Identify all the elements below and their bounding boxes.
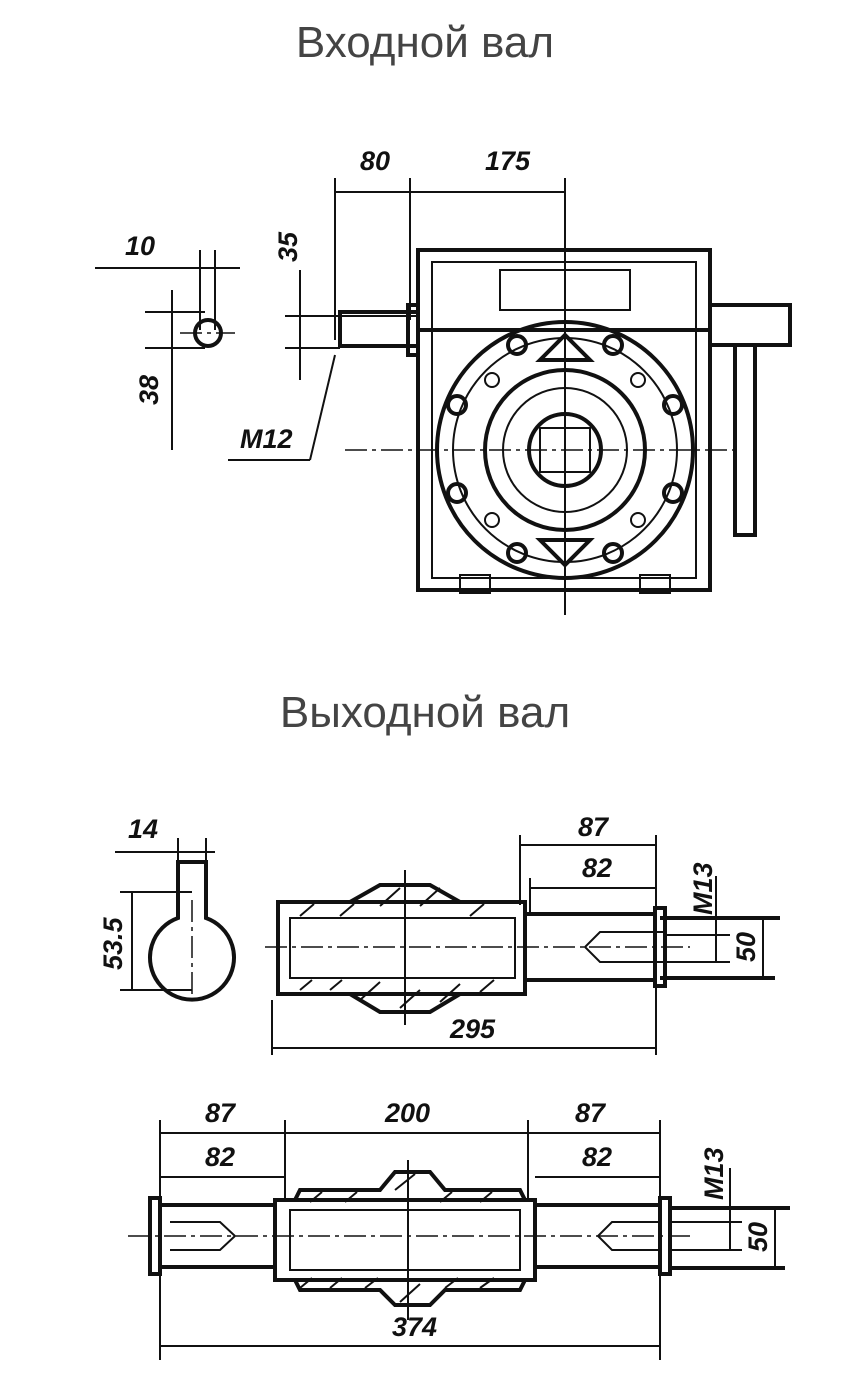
input-shaft-title: Входной вал — [295, 18, 555, 67]
dim-80: 80 — [360, 146, 390, 176]
dim-m13: M13 — [688, 862, 718, 915]
dim-35: 35 — [273, 231, 303, 262]
dim-200: 200 — [384, 1098, 430, 1128]
dim-87-left: 87 — [205, 1098, 237, 1128]
dim-50: 50 — [743, 1222, 773, 1252]
dim-82-right: 82 — [582, 1142, 612, 1172]
dim-m13: M13 — [699, 1147, 729, 1200]
dim-374: 374 — [392, 1312, 437, 1342]
dim-m12: M12 — [240, 424, 293, 454]
dim-82: 82 — [582, 853, 612, 883]
output-shaft-double-drawing: M13 50 87 200 87 82 82 374 — [128, 1098, 790, 1360]
dim-38: 38 — [134, 375, 164, 405]
dim-10: 10 — [125, 231, 155, 261]
output-shaft-single-drawing: 14 53.5 M13 50 87 82 295 — [98, 812, 780, 1055]
dim-175: 175 — [485, 146, 531, 176]
dim-87: 87 — [578, 812, 610, 842]
dim-14: 14 — [128, 814, 158, 844]
dim-53-5: 53.5 — [98, 916, 128, 970]
dim-295: 295 — [449, 1014, 496, 1044]
dim-50: 50 — [731, 932, 761, 962]
dim-82-left: 82 — [205, 1142, 235, 1172]
output-shaft-title: Выходной вал — [279, 688, 571, 737]
dim-87-right: 87 — [575, 1098, 607, 1128]
input-shaft-drawing: 80 175 35 M12 10 38 — [95, 146, 792, 615]
bolt-holes — [446, 334, 684, 564]
